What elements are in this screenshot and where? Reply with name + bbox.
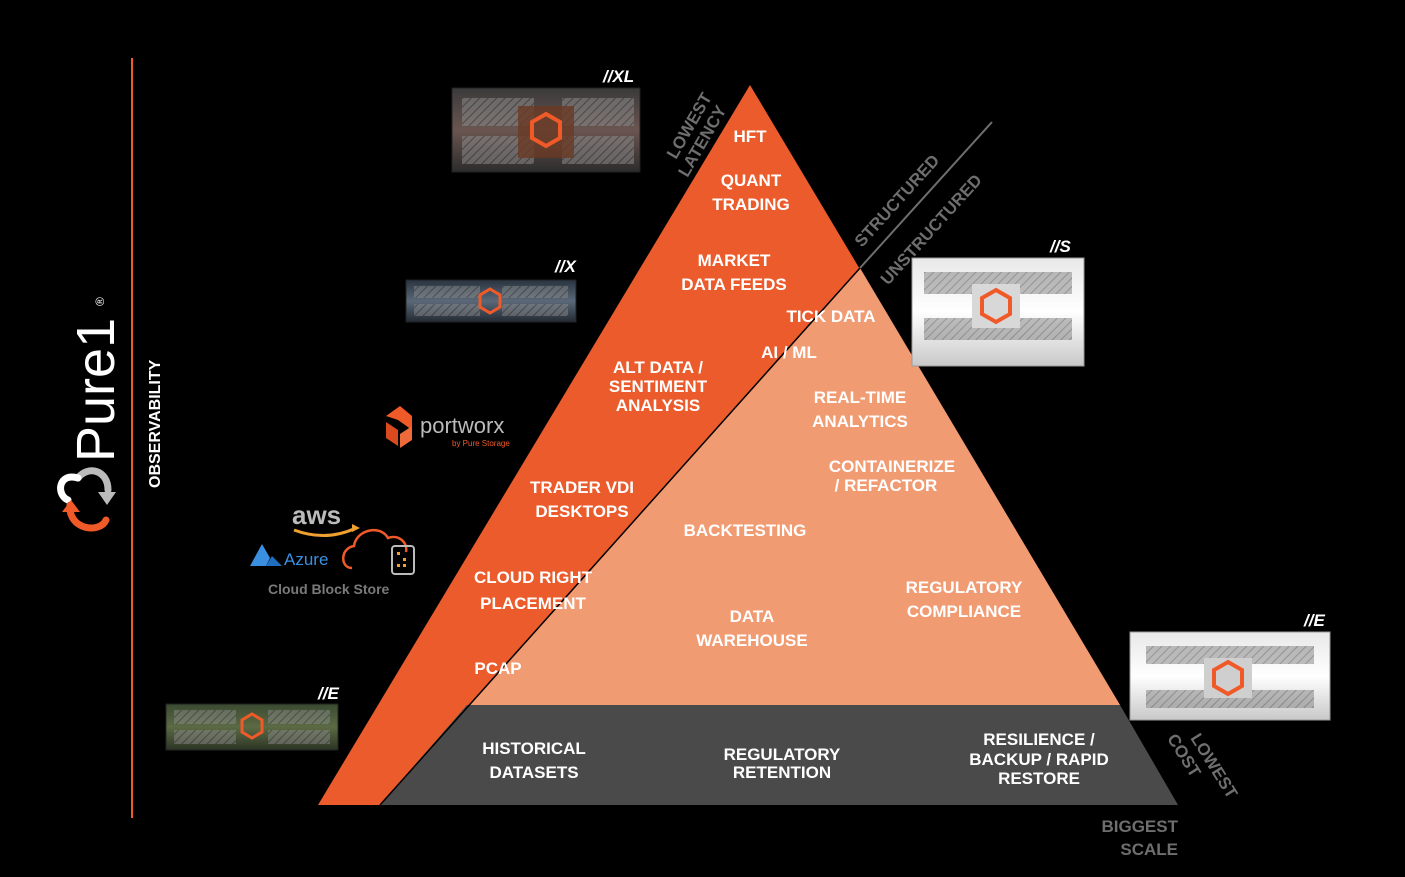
aws-wordmark: aws [292,500,341,530]
lowest-cost-label: LOWEST COST [1163,730,1241,802]
label-tick-data: TICK DATA [786,307,875,326]
label-backtesting: BACKTESTING [684,521,807,540]
product-e-left-badge: //E [317,684,339,703]
cloud-block-store-group: aws Azure Cloud Block Store [250,500,415,597]
portworx-subtitle: by Pure Storage [452,439,510,448]
portworx-wordmark: portworx [420,413,504,438]
biggest-scale-label: BIGGEST SCALE [1101,817,1178,859]
product-e-right-badge: //E [1303,611,1325,630]
pure-logo-icon [1212,659,1244,697]
label-hft: HFT [733,127,767,146]
cloud-storage-icon [342,528,415,575]
label-pcap: PCAP [474,659,521,678]
pure-logo-icon [980,287,1012,325]
product-e-left: //E [165,684,339,751]
divider-extension [859,121,993,269]
unstructured-region [380,268,1120,805]
aws-smile-icon [293,526,357,538]
portworx-logo: portworx by Pure Storage [386,406,510,448]
pure-logo-icon [478,287,502,315]
product-xl: //XL [451,67,641,173]
pure1-wordmark: Pure1 [66,318,126,462]
product-x-badge: //X [554,257,577,276]
azure-icon [250,544,282,566]
portworx-icon [386,406,412,448]
product-x: //X [405,257,577,323]
product-s: //S [911,237,1085,367]
cloud-block-store-label: Cloud Block Store [268,581,390,597]
pure1-logo: Pure1 ® [57,297,126,532]
svg-text:BIGGEST: BIGGEST [1101,817,1178,836]
pure-logo-icon [240,712,264,740]
pure1-cloud-icon [57,467,116,532]
base-region [380,705,1178,805]
pure-logo-icon [530,111,562,149]
svg-text:SCALE: SCALE [1120,840,1178,859]
product-s-badge: //S [1049,237,1071,256]
observability-label: OBSERVABILITY [147,359,164,488]
label-containerize: CONTAINERIZE/ REFACTOR [829,457,955,495]
pure1-registered-mark: ® [93,297,107,306]
product-e-right: //E [1129,611,1331,721]
product-xl-badge: //XL [602,67,634,86]
label-ai-ml: AI / ML [761,343,817,362]
divider-line [379,267,861,806]
azure-wordmark: Azure [284,550,328,569]
